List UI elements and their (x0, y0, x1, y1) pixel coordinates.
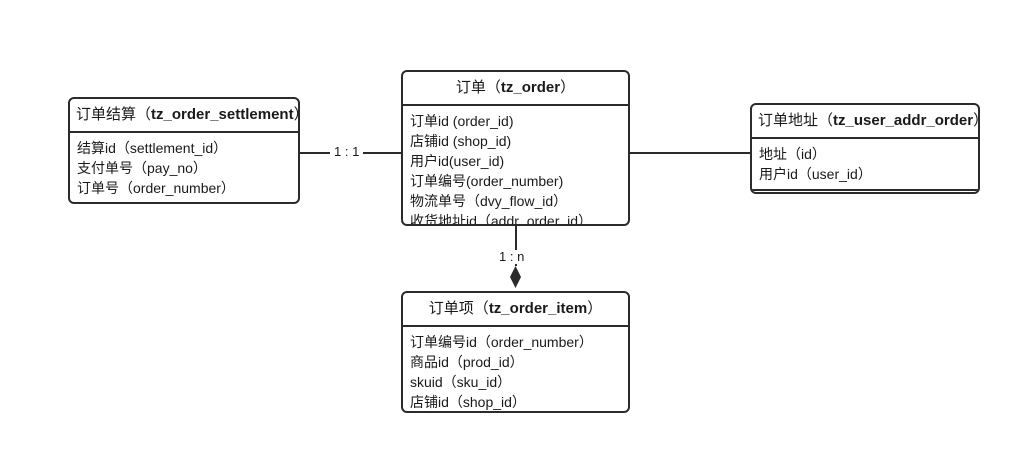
field-row: 地址（id） (759, 146, 826, 162)
entity-cn-name: 订单结算 (76, 106, 137, 123)
entity-title-paren-close: ） (294, 106, 298, 123)
field-row: 结算id（settlement_id） (77, 140, 228, 156)
entity-title-paren-open: （ (473, 300, 489, 317)
field-row: 订单id (order_id) (410, 113, 514, 129)
entity-cn-name: 订单项 (428, 300, 474, 317)
entity-title-paren-open: （ (136, 106, 152, 123)
entity-title-paren-close: ） (560, 79, 576, 96)
entity-title-order-settlement: 订单结算（tz_order_settlement） (70, 99, 298, 133)
field-row: 支付单号（pay_no） (77, 160, 207, 176)
entity-order-settlement[interactable]: 订单结算（tz_order_settlement） 结算id（settlemen… (68, 97, 300, 204)
entity-title-paren-close: ） (587, 300, 603, 317)
field-row: 订单编号id（order_number） (410, 334, 593, 350)
cardinality-label-order-item: 1 : n (495, 250, 529, 264)
entity-order-item[interactable]: 订单项（tz_order_item） 订单编号id（order_number） … (401, 291, 630, 413)
entity-title-user-addr-order: 订单地址（tz_user_addr_order） (752, 105, 978, 139)
entity-user-addr-order[interactable]: 订单地址（tz_user_addr_order） 地址（id） 用户id（use… (750, 103, 980, 194)
entity-title-order: 订单（tz_order） (403, 72, 628, 106)
diamond-arrowhead-icon (510, 266, 521, 288)
entity-table-name: tz_user_addr_order (833, 112, 974, 129)
field-row: 商品id（prod_id） (410, 354, 524, 370)
field-row: 店铺id（shop_id） (410, 394, 526, 410)
entity-table-name: tz_order_settlement (151, 106, 294, 123)
entity-fields-order-item: 订单编号id（order_number） 商品id（prod_id） skuid… (403, 327, 628, 411)
entity-table-name: tz_order (500, 79, 561, 96)
entity-fields-order-settlement: 结算id（settlement_id） 支付单号（pay_no） 订单号（ord… (70, 133, 298, 202)
entity-title-order-item: 订单项（tz_order_item） (403, 293, 628, 327)
field-row: 订单编号(order_number) (410, 173, 564, 189)
field-row: 店铺id (shop_id) (410, 133, 512, 149)
connector-order-item (515, 226, 517, 266)
field-row: 物流单号（dvy_flow_id） (410, 193, 568, 209)
field-row: 用户id(user_id) (410, 153, 505, 169)
entity-cn-name: 订单地址 (758, 112, 819, 129)
cardinality-label-settlement-order: 1 : 1 (330, 145, 364, 159)
entity-cn-name: 订单 (455, 79, 486, 96)
entity-title-paren-open: （ (818, 112, 834, 129)
entity-fields-user-addr-order: 地址（id） 用户id（user_id） (752, 139, 978, 191)
connector-order-address (630, 152, 750, 154)
field-row: 订单号（order_number） (77, 180, 235, 196)
field-row: 用户id（user_id） (759, 166, 872, 182)
entity-fields-order: 订单id (order_id) 店铺id (shop_id) 用户id(user… (403, 106, 628, 226)
field-row: 收货地址id（addr_order_id） (410, 213, 593, 226)
entity-table-name: tz_order_item (488, 300, 588, 317)
entity-title-paren-close: ） (973, 112, 978, 129)
field-row: skuid（sku_id） (410, 374, 512, 390)
entity-order[interactable]: 订单（tz_order） 订单id (order_id) 店铺id (shop_… (401, 70, 630, 226)
entity-title-paren-open: （ (485, 79, 501, 96)
